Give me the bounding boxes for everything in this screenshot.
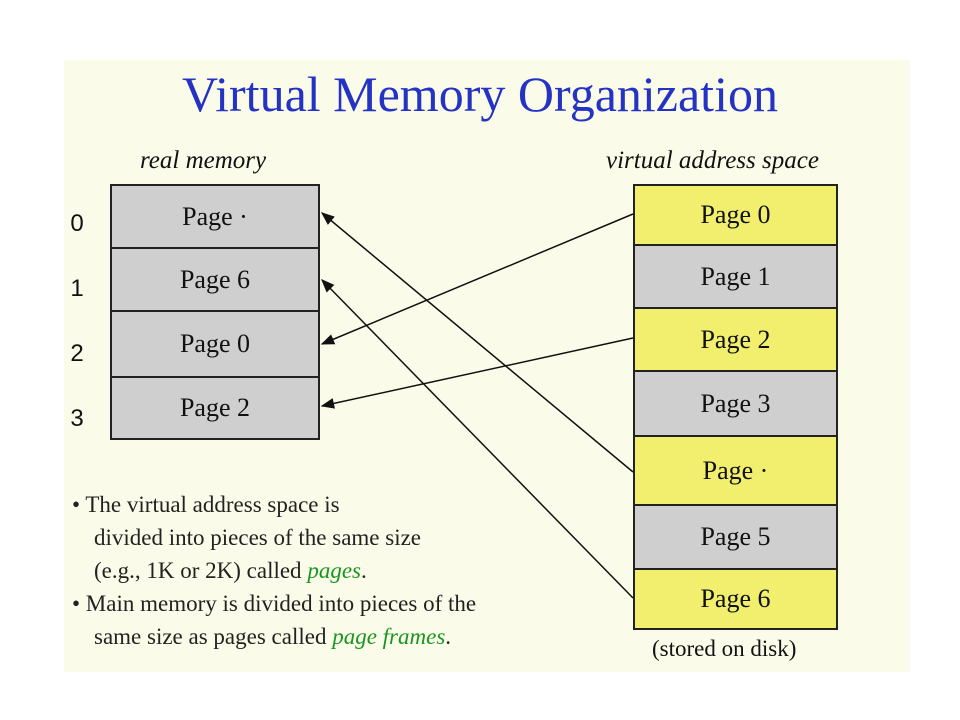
- note-2-line-2-end: .: [445, 624, 452, 649]
- virtual-page-2-label: Page 2: [700, 324, 771, 354]
- note-1-line-3-text: (e.g., 1K or 2K) called: [94, 558, 308, 583]
- frame-0-cell: Page ·: [110, 184, 320, 249]
- notes-block: • The virtual address space is divided i…: [72, 488, 632, 653]
- virtual-page-3-label: Page 3: [700, 388, 771, 418]
- frame-index-1: 1: [70, 275, 84, 302]
- virtual-page-1-label: Page 1: [700, 261, 771, 291]
- virtual-page-5: Page 5: [633, 504, 838, 570]
- note-2-line-2-text: same size as pages called: [94, 624, 333, 649]
- frame-index-3: 3: [70, 405, 84, 432]
- virtual-page-5-label: Page 5: [700, 522, 771, 551]
- arrow-vpage6-to-frame1: [321, 279, 634, 599]
- frame-2-label: Page 0: [179, 329, 251, 358]
- note-1-line-3: (e.g., 1K or 2K) called pages.: [72, 554, 632, 587]
- slide-title: Virtual Memory Organization: [182, 66, 778, 122]
- arrow-vpage4-to-frame0: [320, 212, 634, 473]
- virtual-page-1: Page 1: [633, 244, 838, 309]
- virtual-page-0-label: Page 0: [700, 200, 771, 229]
- frame-2-cell: Page 0: [110, 310, 320, 378]
- arrow-vpage2-to-frame3: [320, 337, 634, 409]
- frame-3-label: Page 2: [179, 393, 251, 422]
- note-1-line-2: divided into pieces of the same size: [94, 525, 422, 550]
- virtual-page-4-label: Page ·: [702, 455, 769, 485]
- note-2-line-2: same size as pages called page frames.: [72, 620, 632, 653]
- real-memory-caption: real memory: [140, 147, 267, 174]
- frame-3-cell: Page 2: [110, 376, 320, 440]
- virtual-page-2: Page 2: [633, 307, 838, 372]
- virtual-page-6: Page 6: [633, 568, 838, 630]
- note-1-line-3-end: .: [360, 558, 367, 583]
- frame-1-label: Page 6: [179, 264, 251, 294]
- virtual-page-6-label: Page 6: [700, 584, 771, 613]
- disk-footer: (stored on disk): [652, 636, 797, 661]
- frame-1-cell: Page 6: [110, 247, 320, 312]
- virtual-space-caption: virtual address space: [606, 147, 819, 174]
- virtual-page-3: Page 3: [633, 370, 838, 437]
- pages-term: pages: [307, 558, 361, 583]
- page-frames-term: page frames: [332, 624, 446, 649]
- virtual-page-4: Page ·: [633, 435, 838, 506]
- frame-0-label: Page ·: [182, 201, 248, 231]
- note-1-line-1: • The virtual address space is: [72, 492, 340, 517]
- frame-index-0: 0: [70, 210, 84, 237]
- note-2-line-1: • Main memory is divided into pieces of …: [72, 591, 477, 616]
- arrow-vpage0-to-frame2: [320, 213, 634, 345]
- virtual-page-0: Page 0: [633, 184, 838, 246]
- frame-index-2: 2: [70, 340, 84, 367]
